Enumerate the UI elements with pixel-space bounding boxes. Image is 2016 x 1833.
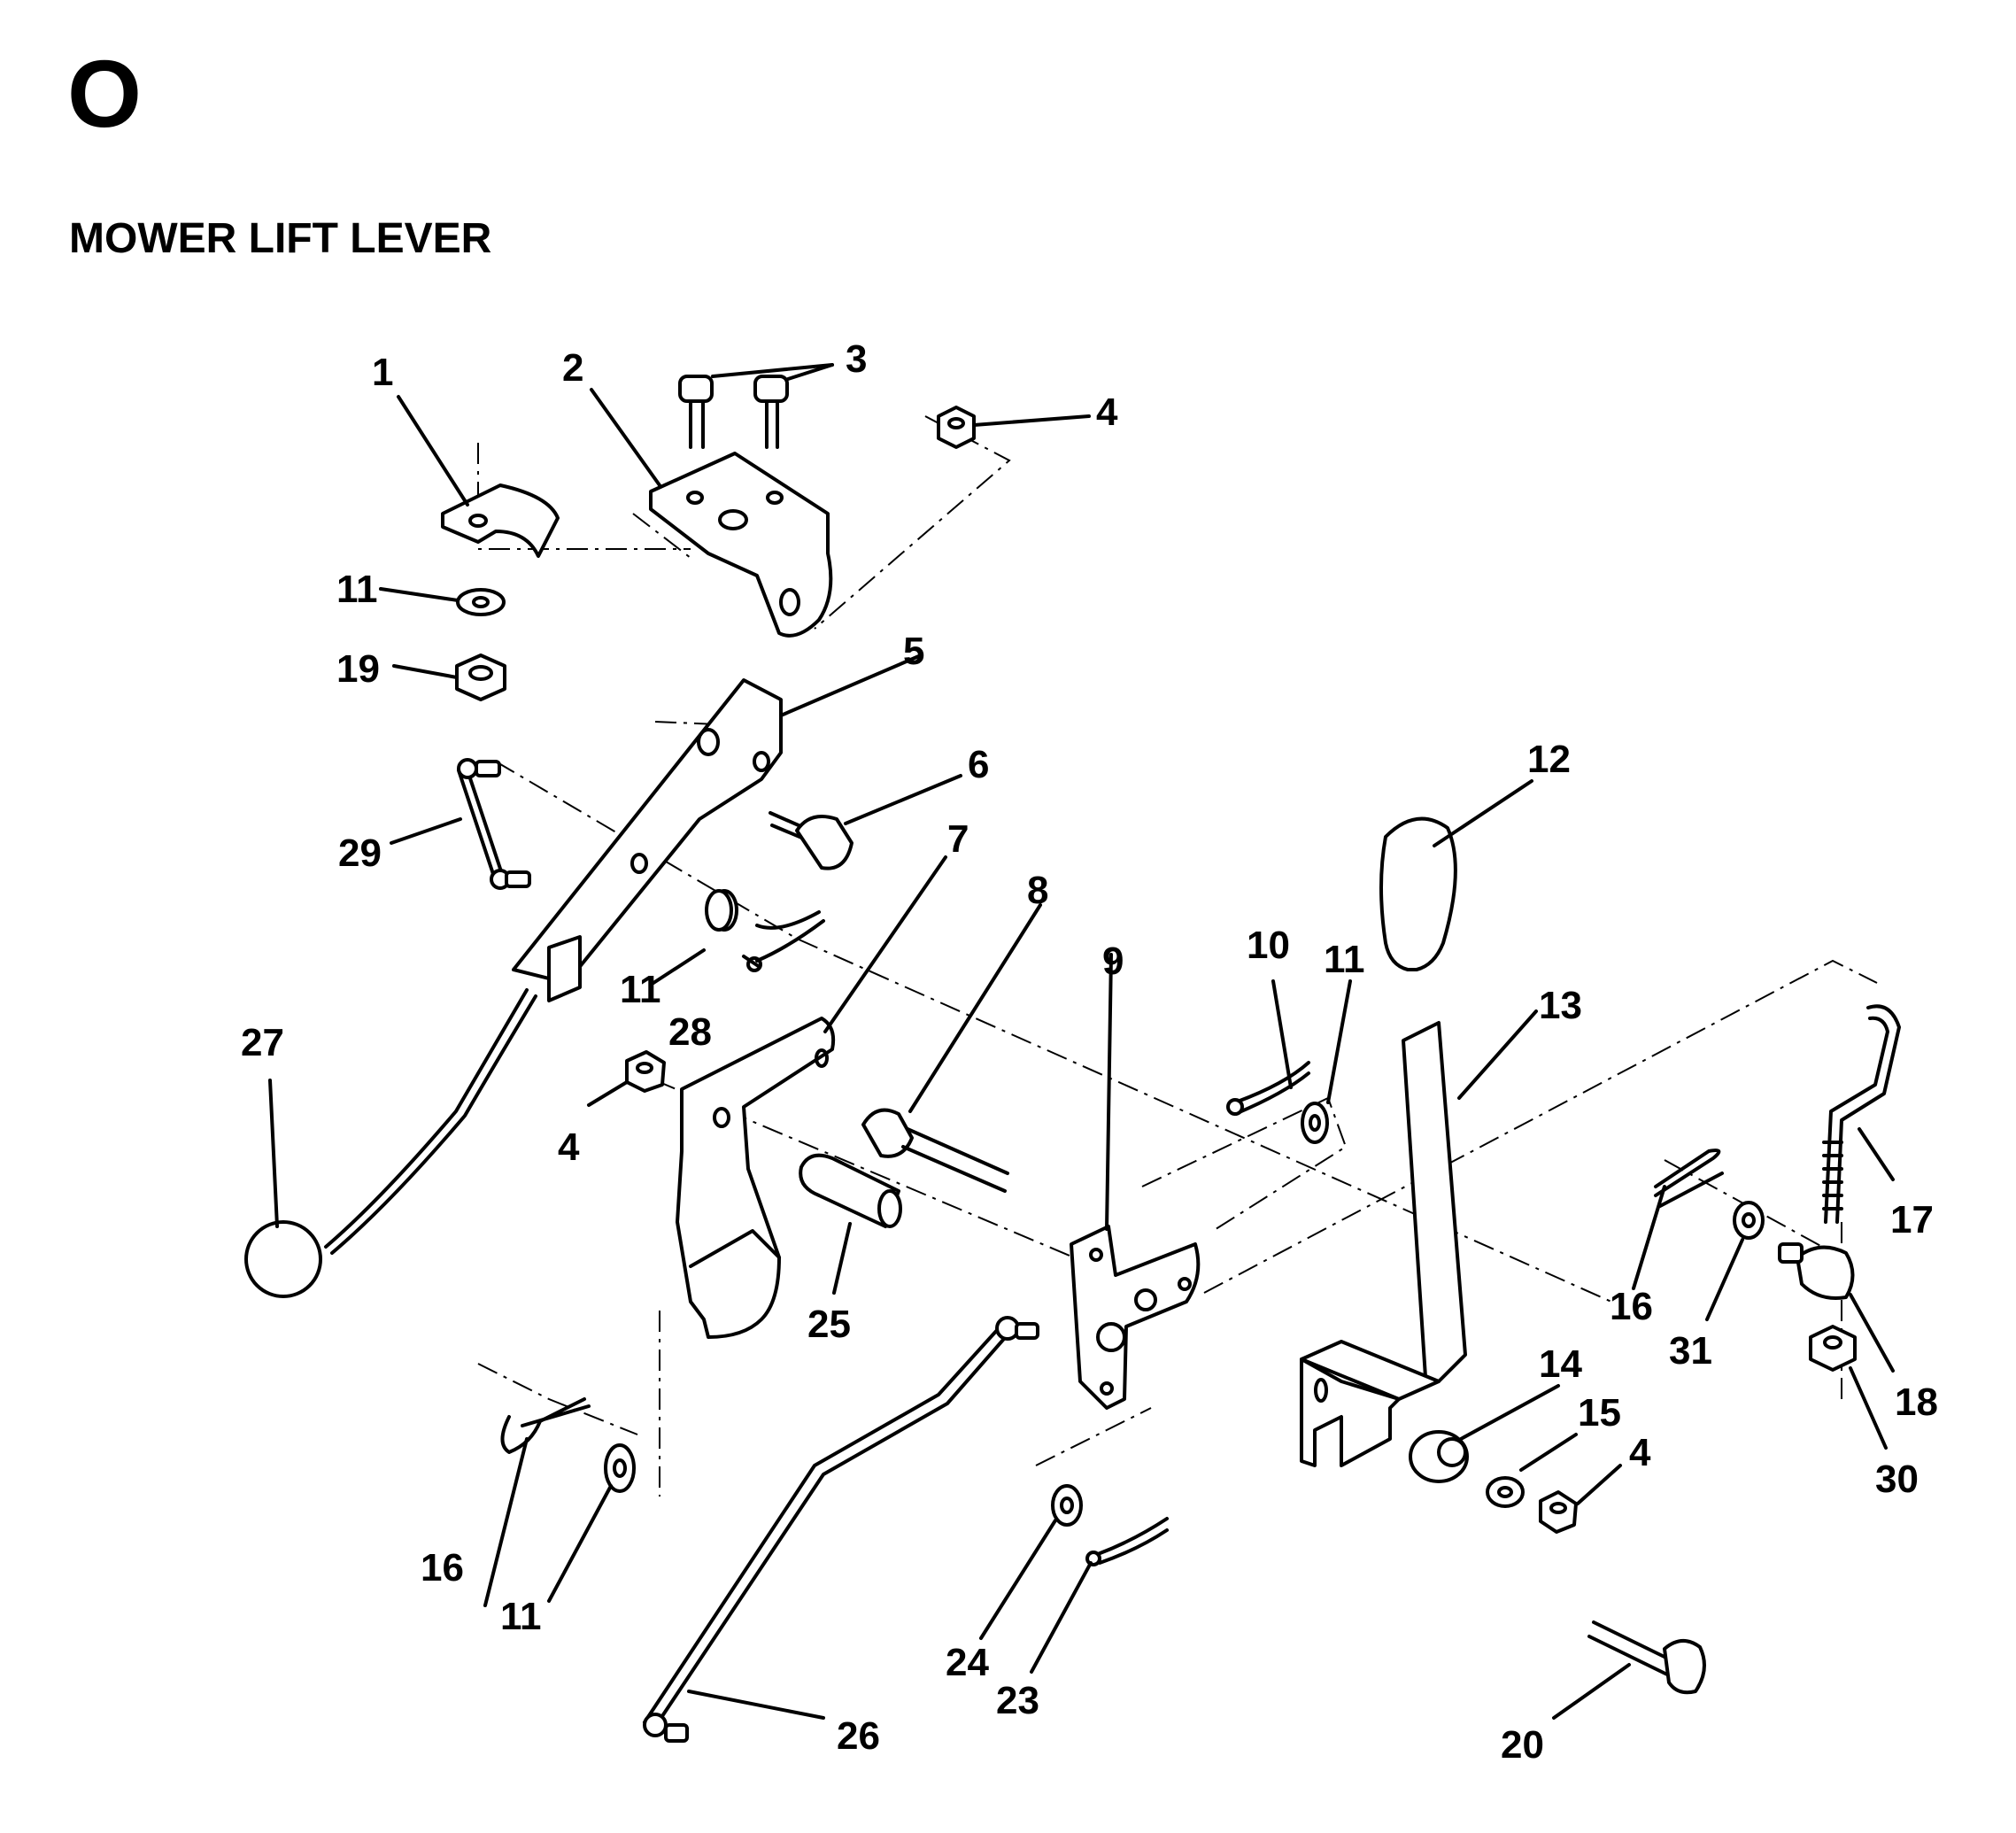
- part-11-washers: [456, 588, 1329, 1493]
- callout-20: 20: [1501, 1723, 1544, 1767]
- callout-18: 18: [1895, 1381, 1938, 1424]
- callout-1: 1: [372, 351, 393, 394]
- callout-15: 15: [1578, 1391, 1621, 1435]
- part-25-sleeve: [799, 1153, 902, 1228]
- callout-8: 8: [1027, 869, 1048, 912]
- callout-16-right: 16: [1610, 1285, 1653, 1328]
- part-20-bolt: [1587, 1620, 1706, 1695]
- part-29-link: [457, 758, 531, 890]
- callout-29: 29: [338, 831, 382, 875]
- callout-14: 14: [1539, 1342, 1582, 1386]
- callout-16-left: 16: [421, 1546, 464, 1589]
- callout-23: 23: [996, 1679, 1039, 1722]
- part-24-washer: [1051, 1484, 1083, 1527]
- callout-4: 4: [1096, 391, 1118, 434]
- callout-10: 10: [1247, 924, 1290, 967]
- callout-31: 31: [1669, 1329, 1712, 1373]
- page-title: MOWER LIFT LEVER: [69, 215, 492, 262]
- part-14-bushing: [1409, 1430, 1469, 1483]
- callout-28: 28: [668, 1010, 712, 1054]
- part-23-cotter-pin: [1085, 1517, 1169, 1566]
- callout-13: 13: [1539, 984, 1582, 1027]
- part-8-bolt: [861, 1108, 1009, 1193]
- part-30-nut: [1809, 1325, 1857, 1372]
- callout-labels: 1 2 3 4 5 6 7 8 9 10 11 11 11 11 12 13 1…: [241, 337, 1938, 1767]
- callout-17: 17: [1890, 1198, 1934, 1241]
- callout-6: 6: [968, 743, 989, 786]
- section-letter: O: [67, 40, 143, 147]
- part-15-washer: [1486, 1476, 1525, 1508]
- part-9-pivot-plate: [1070, 1225, 1201, 1410]
- assembly-guide-lines: [477, 415, 1878, 1497]
- part-10-cotter-pin: [1226, 1061, 1310, 1116]
- callout-19: 19: [336, 647, 380, 691]
- callout-4-right: 4: [1629, 1431, 1651, 1474]
- callout-11-right: 11: [1324, 938, 1365, 981]
- part-5-lever-arm: [324, 678, 783, 1255]
- callout-11-lower-left: 11: [500, 1595, 542, 1638]
- callout-5: 5: [903, 630, 924, 673]
- callout-11-upper-left: 11: [336, 568, 378, 611]
- callout-11-center: 11: [620, 968, 661, 1011]
- part-6-bolt: [769, 811, 854, 870]
- part-3-bolts: [678, 375, 789, 449]
- callout-leaders: [268, 363, 1895, 1720]
- callout-26: 26: [837, 1714, 880, 1758]
- part-18-ferrule: [1778, 1242, 1855, 1300]
- part-19-nut: [455, 654, 506, 701]
- part-26-link-rod: [643, 1316, 1039, 1743]
- callout-24: 24: [946, 1641, 989, 1684]
- callout-9: 9: [1102, 940, 1124, 983]
- part-13-lift-lever: [1300, 1021, 1467, 1467]
- part-1-clip: [441, 483, 560, 558]
- part-2-bracket: [649, 452, 833, 638]
- callout-7: 7: [947, 817, 969, 861]
- callout-3: 3: [846, 337, 867, 381]
- callout-27: 27: [241, 1021, 284, 1064]
- callout-4-center: 4: [558, 1125, 580, 1169]
- callout-2: 2: [562, 346, 583, 390]
- callout-12: 12: [1527, 738, 1571, 781]
- callout-25: 25: [807, 1303, 851, 1346]
- part-27-knob: [244, 1220, 322, 1298]
- part-12-handle-grip: [1379, 816, 1457, 971]
- part-17-threaded-rod: [1822, 1004, 1901, 1224]
- part-31-washer: [1733, 1201, 1765, 1240]
- part-16-hairpin-clips: [500, 1149, 1724, 1454]
- callout-30: 30: [1875, 1458, 1919, 1501]
- part-7-plate: [676, 1017, 836, 1339]
